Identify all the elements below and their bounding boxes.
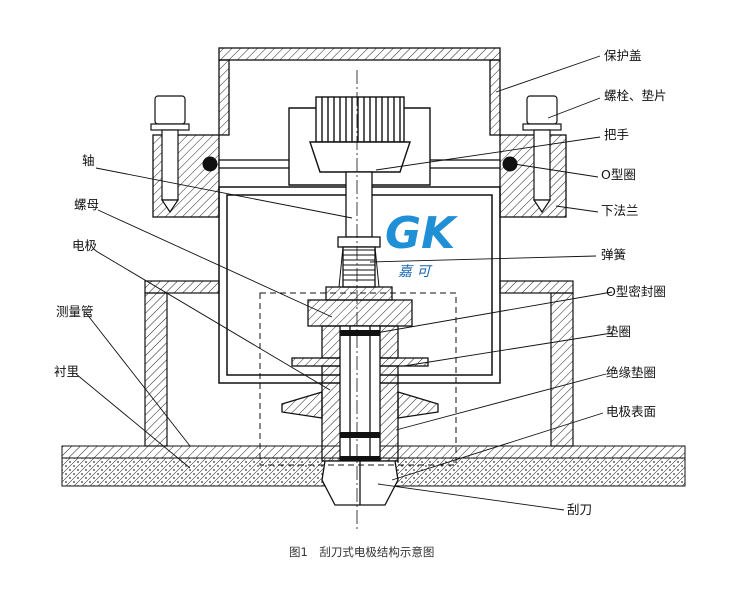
figure-caption: 图1 刮刀式电极结构示意图 xyxy=(289,545,434,559)
nut xyxy=(307,286,413,327)
label-handle: 把手 xyxy=(604,127,629,142)
electrode-seal-rings xyxy=(340,330,380,462)
label-electrode-surface: 电极表面 xyxy=(606,404,656,419)
label-spring: 弹簧 xyxy=(601,247,626,262)
bolts xyxy=(150,95,562,214)
label-lining: 衬里 xyxy=(54,364,79,379)
label-bolt-washer: 螺栓、垫片 xyxy=(604,88,667,103)
brand-logo-subtitle: 嘉 可 xyxy=(398,264,432,280)
o-rings xyxy=(202,156,518,172)
brand-logo-letters: GK xyxy=(385,208,458,259)
scraper-tip xyxy=(321,460,399,506)
label-cover: 保护盖 xyxy=(604,48,642,63)
label-insulating-washer: 绝缘垫圈 xyxy=(606,365,656,380)
brand-logo: GK 嘉 可 xyxy=(385,208,458,280)
label-scraper: 刮刀 xyxy=(567,502,592,517)
label-measuring-tube: 测量管 xyxy=(56,304,94,319)
labels: 保护盖 螺栓、垫片 把手 O型圈 下法兰 轴 螺母 电极 弹簧 O型密封圈 垫圈… xyxy=(54,48,667,517)
handle-knob xyxy=(288,96,431,186)
label-lower-flange: 下法兰 xyxy=(601,203,639,218)
label-o-ring: O型圈 xyxy=(601,167,636,182)
label-electrode: 电极 xyxy=(72,238,98,253)
detail-box xyxy=(259,292,457,466)
spring xyxy=(338,246,380,288)
protective-cover xyxy=(218,47,501,136)
label-o-seal-ring: O型密封圈 xyxy=(606,284,666,299)
electrode-body xyxy=(281,325,439,462)
label-washer: 垫圈 xyxy=(606,324,631,339)
leader-lines xyxy=(75,55,613,511)
label-shaft: 轴 xyxy=(82,153,95,168)
label-nut: 螺母 xyxy=(74,197,99,212)
